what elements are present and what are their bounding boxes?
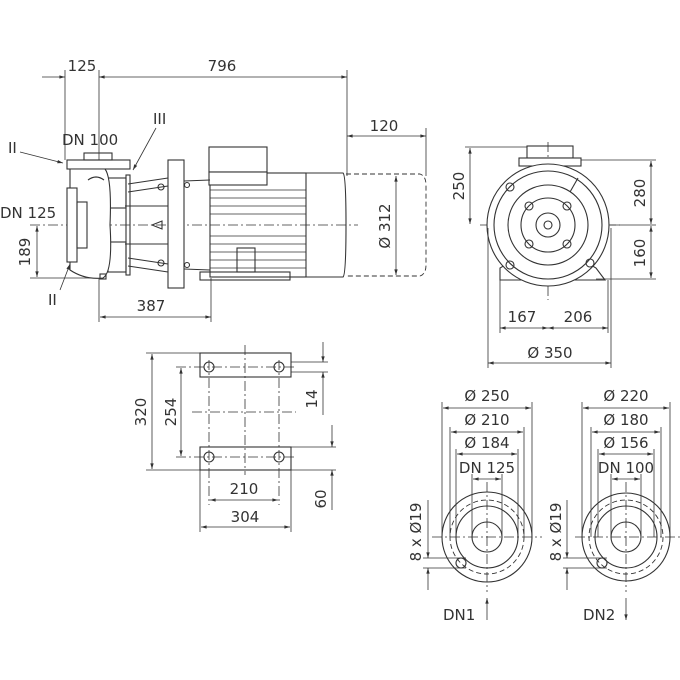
end-view-outline <box>480 142 620 300</box>
label-ii-bottom: II <box>48 291 57 309</box>
dim-320: 320 <box>132 398 150 427</box>
dim-304: 304 <box>231 508 260 526</box>
dim-350: Ø 350 <box>527 344 572 362</box>
foot-plan: 320 254 14 60 210 304 <box>132 342 336 532</box>
dim-210: 210 <box>230 480 259 498</box>
side-view: 125 796 120 Ø 312 189 387 DN 100 DN 125 … <box>0 57 427 322</box>
flange-dn1-drawing <box>423 402 542 620</box>
dim-120: 120 <box>370 117 399 135</box>
dim-796: 796 <box>208 57 237 75</box>
dim-254: 254 <box>162 398 180 427</box>
dn1-seal-diameter: Ø 184 <box>464 434 509 452</box>
dim-206: 206 <box>564 308 593 326</box>
dn1-holes: 8 x Ø19 <box>407 503 425 562</box>
side-view-outline <box>30 70 427 322</box>
dn2-label: DN2 <box>583 606 615 624</box>
flange-dn2-drawing <box>563 402 680 620</box>
end-view: 250 280 160 167 206 Ø 350 <box>450 142 656 368</box>
dn1-bolt-circle: Ø 210 <box>464 411 509 429</box>
dn1-nominal: DN 125 <box>459 459 515 477</box>
dn1-outer-diameter: Ø 250 <box>464 387 509 405</box>
dim-189: 189 <box>16 238 34 267</box>
dn2-seal-diameter: Ø 156 <box>603 434 648 452</box>
dn2-outer-diameter: Ø 220 <box>603 387 648 405</box>
dim-250: 250 <box>450 172 468 201</box>
dim-160: 160 <box>631 239 649 268</box>
dim-280: 280 <box>631 179 649 208</box>
dim-125: 125 <box>68 57 97 75</box>
dn2-holes: 8 x Ø19 <box>547 503 565 562</box>
label-dn125: DN 125 <box>0 204 56 222</box>
label-iii: III <box>153 110 166 128</box>
side-view-dimensions <box>19 75 427 319</box>
dim-60: 60 <box>312 489 330 508</box>
foot-plan-dimensions <box>150 342 334 529</box>
dim-312: Ø 312 <box>376 203 394 248</box>
dim-14: 14 <box>303 389 321 408</box>
flange-dn2: Ø 220 Ø 180 Ø 156 DN 100 8 x Ø19 DN2 <box>547 387 680 624</box>
end-view-dimensions <box>465 146 656 368</box>
dim-387: 387 <box>137 297 166 315</box>
dn1-label: DN1 <box>443 606 475 624</box>
label-ii-top: II <box>8 139 17 157</box>
dim-167: 167 <box>508 308 537 326</box>
dn2-bolt-circle: Ø 180 <box>603 411 648 429</box>
flange-dn1: Ø 250 Ø 210 Ø 184 DN 125 8 x Ø19 DN1 <box>407 387 542 624</box>
dn2-nominal: DN 100 <box>598 459 654 477</box>
label-dn100: DN 100 <box>62 131 118 149</box>
foot-plan-outline <box>146 345 336 532</box>
